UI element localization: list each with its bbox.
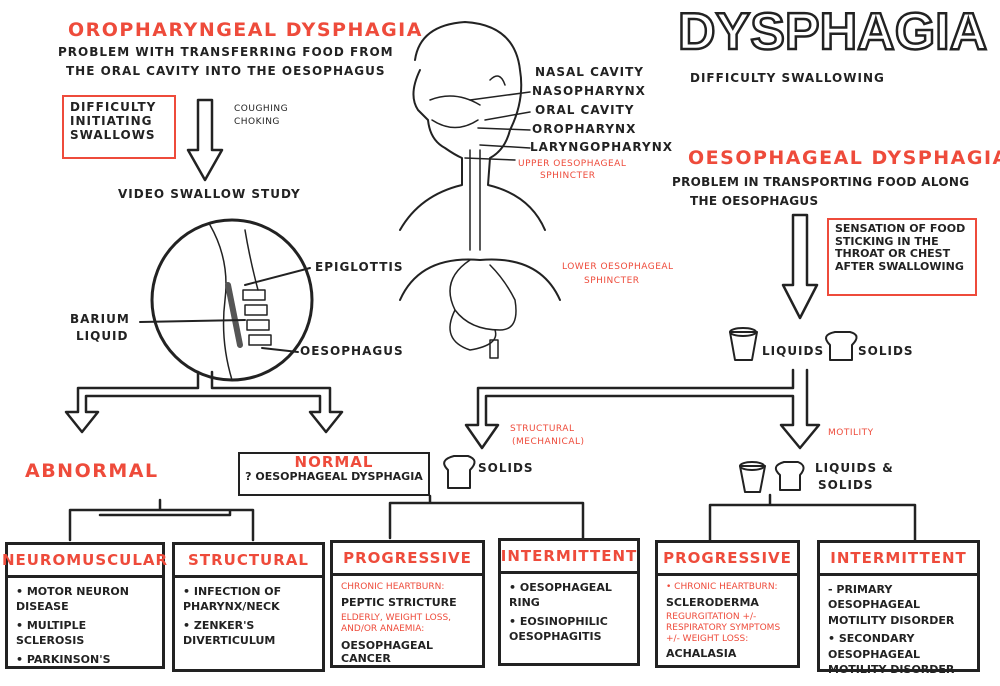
box-item: • Motor neuron disease — [16, 585, 129, 614]
box-item: Oesophageal cancer — [341, 638, 433, 666]
oropharyngeal-heading: Oropharyngeal dysphagia — [68, 19, 423, 41]
head-anatomy — [399, 21, 561, 359]
box-item: Scleroderma — [666, 595, 759, 609]
abnormal-label: Abnormal — [25, 460, 159, 482]
page-title: DYSPHAGIA — [677, 3, 989, 61]
normal-label: Normal — [294, 453, 374, 471]
normal-box: Normal ? Oesophageal dysphagia — [238, 452, 430, 496]
liquids-solids-label: solids — [818, 478, 874, 492]
oropharyngeal-symptom-box: Difficulty initiating swallows — [62, 95, 176, 159]
note-coughing: Coughing — [234, 104, 289, 114]
box-item: Achalasia — [666, 647, 737, 661]
box-header: Intermittent — [501, 541, 637, 574]
symptom-text: swallows — [70, 127, 156, 142]
arrow-down-right — [781, 213, 819, 320]
label-oropharynx: Oropharynx — [532, 122, 637, 136]
box-item: • Oesophageal ring — [509, 581, 612, 610]
oesophageal-symptom-box: Sensation of food sticking in the throat… — [827, 218, 977, 296]
symptom-text: Difficulty — [70, 100, 157, 114]
box-note: Elderly, weight loss, and/or anaemia: — [341, 613, 452, 635]
subtitle: Difficulty swallowing — [690, 71, 885, 85]
box-header: Neuromuscular — [2, 545, 167, 578]
connectors-bottom — [68, 493, 917, 542]
bread-icon — [825, 331, 858, 361]
oropharyngeal-desc: Problem with transferring food from — [58, 45, 394, 59]
box-note: Chronic heartburn: — [341, 582, 445, 592]
box-intermittent-structural: Intermittent • Oesophageal ring • Eosino… — [498, 538, 640, 666]
box-header: Progressive — [333, 543, 482, 576]
bread-icon — [774, 461, 805, 491]
label-laryngopharynx: Laryngopharynx — [530, 140, 673, 154]
label-ues: sphincter — [540, 171, 596, 181]
liquids-label: Liquids — [762, 344, 825, 358]
symptom-text: Sensation of food — [835, 222, 966, 235]
label-epiglottis: Epiglottis — [315, 260, 404, 274]
oesophageal-desc: Problem in transporting food along — [672, 175, 970, 189]
cup-icon — [739, 461, 766, 493]
box-note: Regurgitation +/- respiratory symptoms +… — [666, 611, 781, 644]
label-ues: Upper oesophageal — [518, 159, 627, 169]
oesophageal-desc: the oesophagus — [690, 194, 819, 208]
note-choking: choking — [234, 117, 280, 127]
xray-circle — [139, 218, 314, 382]
box-note: • Chronic heartburn: — [666, 582, 778, 592]
box-intermittent-motility: Intermittent - Primary oesophageal motil… — [817, 540, 980, 676]
liquids-solids-label: Liquids & — [815, 461, 894, 475]
label-nasopharynx: Nasopharynx — [532, 84, 646, 98]
symptom-text: initiating — [70, 113, 153, 128]
box-header: Structural — [175, 545, 322, 578]
symptom-text: sticking in the — [835, 234, 939, 248]
solids-label: Solids — [858, 344, 914, 358]
label-barium: Barium — [70, 312, 130, 326]
box-item: • Secondary oesophageal motility disorde… — [828, 632, 955, 676]
box-item: Peptic stricture — [341, 596, 457, 610]
label-les: sphincter — [584, 276, 640, 286]
label-nasal-cavity: Nasal cavity — [535, 65, 644, 79]
bread-icon — [443, 455, 476, 489]
branch-left — [64, 370, 344, 434]
box-item: • Eosinophilic oesophagitis — [509, 614, 608, 644]
mechanical-label: (mechanical) — [512, 437, 585, 447]
cup-icon — [729, 327, 758, 361]
symptom-text: throat or chest — [835, 247, 951, 261]
label-barium: liquid — [76, 329, 129, 343]
oropharyngeal-desc: the oral cavity into the oesophagus — [66, 64, 386, 78]
box-header: Progressive — [658, 543, 797, 576]
box-structural: Structural • Infection of pharynx/neck •… — [172, 542, 325, 672]
box-item: - Primary oesophageal motility disorder — [828, 583, 955, 627]
solids-only-label: Solids — [478, 461, 534, 475]
branch-right — [464, 368, 821, 450]
arrow-down-left — [186, 98, 224, 182]
motility-label: Motility — [828, 428, 874, 438]
normal-sub: ? Oesophageal dysphagia — [245, 470, 423, 484]
box-header: Intermittent — [820, 543, 977, 576]
label-oesophagus: Oesophagus — [300, 344, 404, 358]
box-progressive-motility: Progressive • Chronic heartburn: Sclerod… — [655, 540, 800, 668]
symptom-text: after swallowing — [835, 259, 964, 273]
label-les: Lower oesophageal — [562, 262, 674, 272]
box-item: • Parkinson's — [16, 652, 111, 666]
box-item: • Infection of pharynx/neck — [183, 585, 282, 614]
box-progressive-structural: Progressive Chronic heartburn: Peptic st… — [330, 540, 485, 668]
structural-label: Structural — [510, 424, 575, 434]
box-item: • Zenker's diverticulum — [183, 618, 276, 648]
box-item: • Multiple sclerosis — [16, 618, 87, 648]
study-label: Video swallow study — [118, 187, 301, 201]
label-oral-cavity: Oral cavity — [535, 103, 635, 117]
box-neuromuscular: Neuromuscular • Motor neuron disease • M… — [2, 542, 167, 669]
oesophageal-heading: Oesophageal dysphagia — [688, 147, 1000, 169]
